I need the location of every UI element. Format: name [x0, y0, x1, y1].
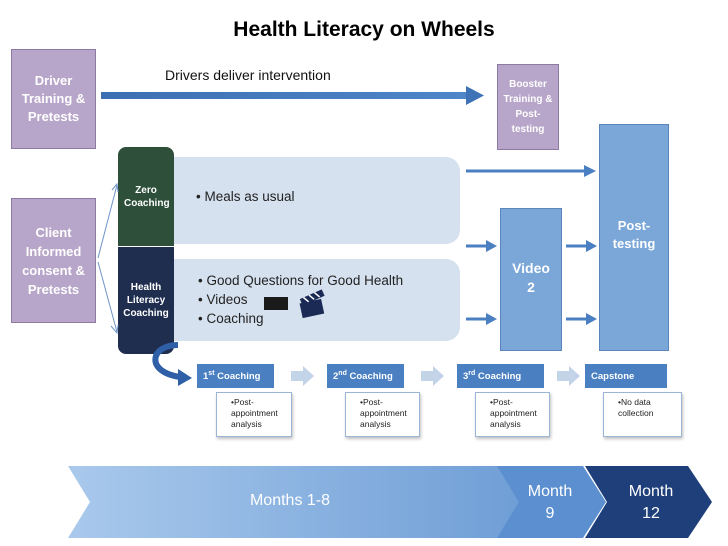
drivers-deliver-arrow	[101, 86, 484, 105]
stage-2-header: 2nd Coaching	[327, 364, 404, 388]
stage-3-note-box: Post-appointment analysis	[475, 392, 550, 437]
stage-1-title: 1st Coaching	[203, 369, 261, 383]
video2-to-post-testing-arrow-2	[566, 313, 597, 325]
stage-3-header: 3rd Coaching	[457, 364, 544, 388]
timeline-month-9	[497, 466, 606, 538]
timeline-month-12-line2: 12	[642, 505, 660, 522]
stage-arrows	[291, 366, 580, 386]
stage-4-note-box: No data collection	[603, 392, 682, 437]
video-tape-icon	[264, 297, 288, 310]
timeline-month-12	[585, 466, 712, 538]
film-clapperboard-icon	[299, 289, 325, 319]
zero-coaching-bullets: Meals as usual	[196, 187, 294, 206]
stage-1-note: Post-appointment analysis	[231, 397, 287, 430]
health-coaching-label: Health Literacy Coaching	[123, 282, 169, 319]
post-testing-label: Post-testing	[612, 218, 656, 251]
health-coaching-bullet-1: Good Questions for Good Health	[198, 271, 403, 290]
timeline-months-1-8	[68, 466, 522, 538]
health-to-video2-arrow	[466, 313, 497, 325]
curved-coaching-arrow	[152, 342, 192, 386]
zero-coaching-tab: Zero Coaching	[118, 147, 174, 246]
zero-to-video2-arrow	[466, 240, 497, 252]
timeline-month-12-label: Month 12	[614, 481, 688, 525]
stage-3-title: 3rd Coaching	[463, 369, 522, 383]
timeline-month-9-label: Month 9	[515, 481, 585, 525]
timeline-month-9-line1: Month	[527, 483, 573, 500]
post-testing-box: Post-testing	[599, 124, 669, 351]
zero-coaching-label: Zero Coaching	[124, 184, 170, 209]
stage-4-note: No data collection	[618, 397, 677, 419]
client-branch-arrows	[97, 182, 119, 335]
timeline-chevrons	[68, 466, 712, 538]
health-coaching-bullet-2: Videos	[198, 290, 403, 309]
client-consent-box: Client Informed consent & Pretests	[11, 198, 96, 323]
stage-2-note-box: Post-appointment analysis	[345, 392, 420, 437]
stage-1-header: 1st Coaching	[197, 364, 274, 388]
video2-box: Video 2	[500, 208, 562, 351]
health-coaching-bullets: Good Questions for Good Health Videos Co…	[198, 271, 403, 328]
stage-2-note: Post-appointment analysis	[360, 397, 415, 430]
booster-training-box: Booster Training & Post-testing	[497, 64, 559, 150]
stage-4-title: Capstone	[591, 370, 635, 382]
driver-training-label: Driver Training & Pretests	[21, 73, 86, 124]
timeline-month-9-line2: 9	[545, 505, 555, 522]
timeline-month-12-line1: Month	[628, 483, 674, 500]
booster-training-label: Booster Training & Post-testing	[503, 79, 553, 135]
zero-to-post-testing-arrow	[466, 165, 596, 177]
driver-training-box: Driver Training & Pretests	[11, 49, 96, 149]
drivers-deliver-label: Drivers deliver intervention	[165, 67, 331, 83]
stage-1-note-box: Post-appointment analysis	[216, 392, 292, 437]
stage-2-title: 2nd Coaching	[333, 369, 393, 383]
diagram-title: Health Literacy on Wheels	[233, 18, 495, 41]
health-coaching-bullet-3: Coaching	[198, 309, 403, 328]
stage-4-header: Capstone	[585, 364, 667, 388]
stage-3-note: Post-appointment analysis	[490, 397, 545, 430]
video2-to-post-testing-arrow-1	[566, 240, 597, 252]
client-consent-label: Client Informed consent & Pretests	[22, 224, 85, 297]
health-coaching-tab: Health Literacy Coaching	[118, 247, 174, 354]
video2-label: Video 2	[512, 260, 550, 295]
timeline-months-1-8-label: Months 1-8	[249, 492, 331, 509]
zero-coaching-bullet: Meals as usual	[196, 187, 294, 206]
